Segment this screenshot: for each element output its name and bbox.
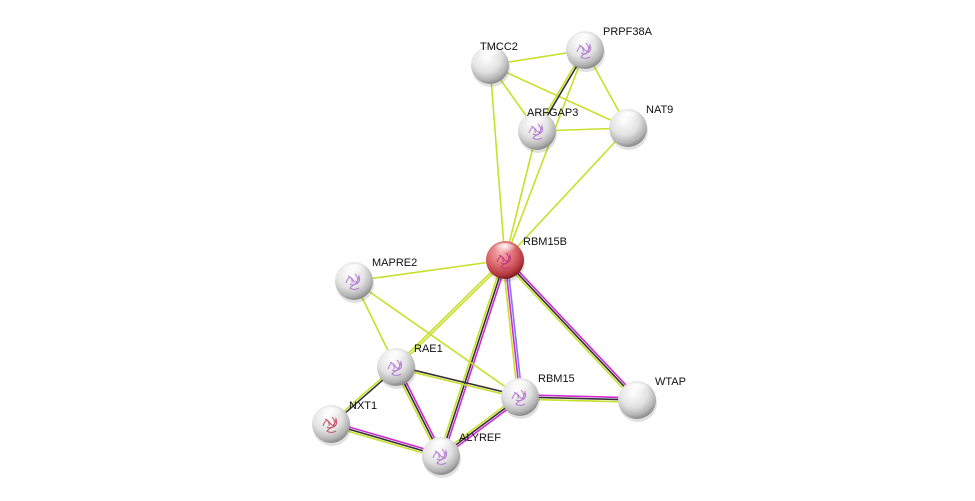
edge-line-experiments xyxy=(331,421,442,455)
edge-nxt1-alyref[interactable] xyxy=(330,421,442,459)
edge-rbm15-wtap[interactable] xyxy=(519,394,638,403)
node-highlight xyxy=(319,407,343,421)
node-mapre2[interactable]: MAPRE2 xyxy=(335,257,417,303)
edge-rbm15b-rae1[interactable] xyxy=(394,258,507,369)
edge-line-textmining xyxy=(502,260,519,398)
edge-line-textmining xyxy=(396,260,507,369)
node-highlight xyxy=(625,383,649,397)
edge-line-textmining xyxy=(353,259,506,282)
node-highlight xyxy=(525,114,549,128)
node-highlight xyxy=(493,243,517,257)
node-arfgap3[interactable]: ARFGAP3 xyxy=(518,107,578,153)
node-rbm15b[interactable]: RBM15B xyxy=(486,236,567,282)
edge-line-coexpression xyxy=(504,259,638,401)
edge-rbm15b-alyref[interactable] xyxy=(438,259,508,457)
edge-rbm15b-rbm15[interactable] xyxy=(502,259,523,398)
edge-line-databases xyxy=(506,259,523,397)
edge-line-textmining xyxy=(504,49,586,261)
edge-line-experiments xyxy=(506,257,640,400)
edge-line-coexpression xyxy=(330,423,442,457)
edge-line-textmining xyxy=(502,260,636,403)
node-label: WTAP xyxy=(655,376,686,388)
edge-line-textmining xyxy=(395,367,520,399)
node-highlight xyxy=(342,264,366,278)
node-tmcc2[interactable]: TMCC2 xyxy=(471,41,518,87)
edge-rbm15b-mapre2[interactable] xyxy=(353,259,506,282)
node-label: TMCC2 xyxy=(480,41,518,53)
node-label: PRPF38A xyxy=(603,26,653,38)
edge-line-textmining xyxy=(330,425,441,459)
node-label: ALYREF xyxy=(459,432,501,444)
edge-line-experiments xyxy=(504,259,521,398)
edges-layer xyxy=(329,49,640,459)
node-label: RAE1 xyxy=(414,343,443,355)
edge-nat9-rbm15b[interactable] xyxy=(504,127,629,261)
edge-line-coexpression xyxy=(440,259,506,457)
edge-line-textmining xyxy=(438,259,504,456)
node-prpf38a[interactable]: PRPF38A xyxy=(566,26,653,72)
edge-line-coexpression xyxy=(396,365,521,397)
node-highlight xyxy=(508,380,532,394)
node-highlight xyxy=(573,33,597,47)
edge-line-textmining xyxy=(504,127,629,261)
node-nat9[interactable]: NAT9 xyxy=(609,104,673,150)
node-highlight xyxy=(429,439,453,453)
node-label: ARFGAP3 xyxy=(527,107,578,119)
edge-rae1-rbm15[interactable] xyxy=(395,365,521,399)
node-highlight xyxy=(616,111,640,125)
node-rbm15[interactable]: RBM15 xyxy=(501,373,575,419)
node-highlight xyxy=(384,350,408,364)
edge-line-textmining xyxy=(489,64,506,261)
edge-arfgap3-rbm15b[interactable] xyxy=(504,130,538,261)
node-alyref[interactable]: ALYREF xyxy=(422,432,501,478)
edge-mapre2-rbm15[interactable] xyxy=(353,280,521,398)
node-label: NXT1 xyxy=(349,400,377,412)
node-label: MAPRE2 xyxy=(372,257,417,269)
node-rae1[interactable]: RAE1 xyxy=(377,343,443,389)
edge-line-textmining xyxy=(353,280,521,398)
node-nxt1[interactable]: NXT1 xyxy=(312,400,377,446)
edge-line-experiments xyxy=(520,394,638,399)
edge-rbm15b-wtap[interactable] xyxy=(502,257,640,403)
node-wtap[interactable]: WTAP xyxy=(618,376,686,422)
node-label: NAT9 xyxy=(646,104,673,116)
node-highlight xyxy=(478,48,502,62)
edge-prpf38a-rbm15b[interactable] xyxy=(504,49,586,261)
node-label: RBM15B xyxy=(523,236,567,248)
edge-line-textmining xyxy=(394,258,505,367)
edge-line-textmining xyxy=(519,398,637,403)
edge-line-coexpression xyxy=(519,396,638,401)
edge-line-textmining xyxy=(504,130,538,261)
edge-line-experiments xyxy=(442,260,508,457)
edge-tmcc2-rbm15b[interactable] xyxy=(489,64,506,261)
node-label: RBM15 xyxy=(538,373,575,385)
